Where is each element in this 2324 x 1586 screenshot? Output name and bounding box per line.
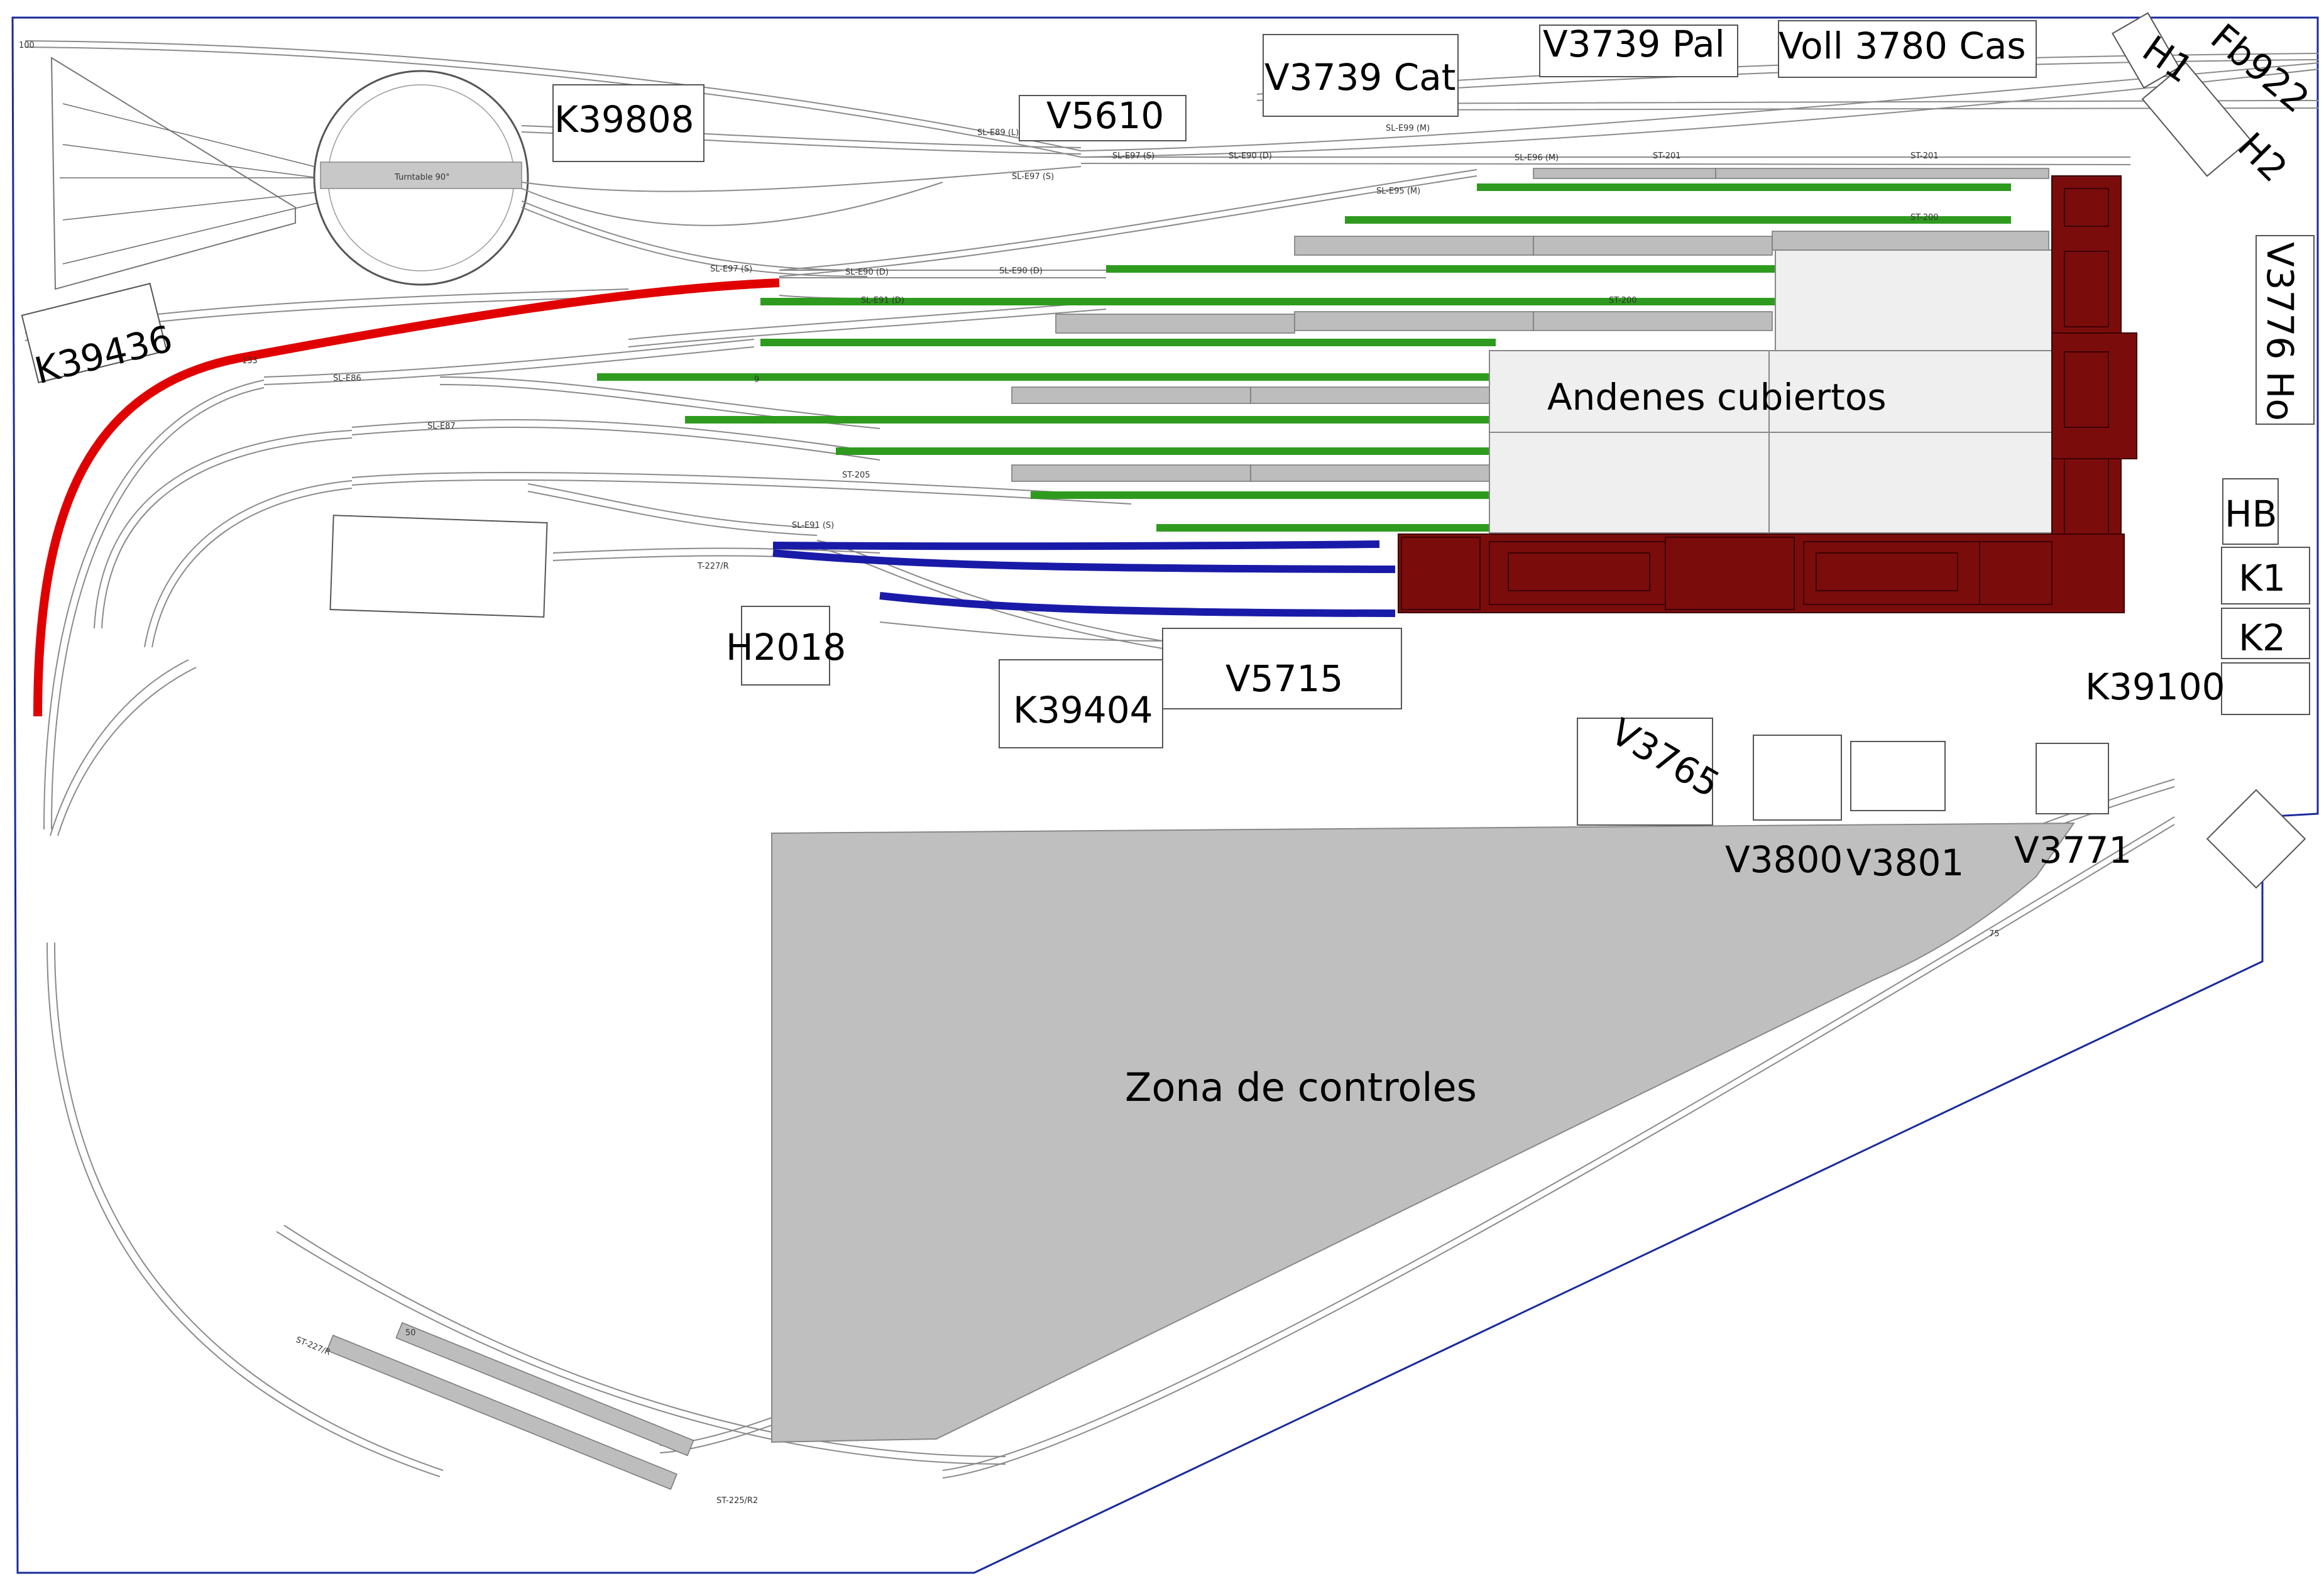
label-k2: K2	[2239, 616, 2286, 659]
label-andenes-cubiertos: Andenes cubiertos	[1547, 376, 1887, 418]
track-label: ST-200	[1910, 213, 1939, 222]
label-v5610: V5610	[1046, 94, 1164, 137]
track-label: ST-225/R2	[716, 1496, 758, 1506]
track-length-label: 50	[405, 1328, 416, 1338]
station-throat	[263, 169, 1477, 649]
label-hb: HB	[2225, 493, 2277, 535]
label-boxes	[21, 12, 2315, 889]
label-v3739-pal: V3739 Pal	[1543, 23, 1725, 65]
label-k39808: K39808	[554, 98, 694, 141]
label-v3800: V3800	[1725, 838, 1843, 881]
label-v3771: V3771	[2014, 829, 2132, 872]
label-k39404: K39404	[1013, 689, 1153, 731]
label-zona-de-controles: Zona de controles	[1125, 1064, 1477, 1110]
turntable-bridge	[320, 161, 522, 189]
label-k1: K1	[2239, 557, 2286, 599]
green-tracks	[597, 183, 2011, 532]
track-label: SL-E91 (D)	[861, 296, 904, 305]
track-label: ST-227/R	[295, 1335, 332, 1358]
track-label: SL-E91 (S)	[792, 521, 834, 530]
siding-platform-1	[395, 1322, 694, 1457]
turntable-label: Turntable 90°	[394, 173, 450, 182]
station-building	[1398, 175, 2137, 613]
track-label: SL-E96 (M)	[1515, 153, 1559, 163]
label-v3739-cat: V3739 Cat	[1264, 56, 1456, 99]
track-label: SL-E95 (M)	[1376, 187, 1420, 196]
track-label: ST-200	[1609, 296, 1637, 305]
track-label: ST-201	[1910, 151, 1939, 161]
track-length-label: 100	[19, 41, 35, 50]
siding-track	[879, 621, 1163, 642]
label-v3801: V3801	[1846, 841, 1964, 884]
track-label: SL-E97 (S)	[1012, 172, 1054, 182]
track-label: SL-E86	[333, 374, 361, 383]
label-v5715: V5715	[1225, 657, 1343, 700]
track-label: T-227/R	[697, 562, 729, 571]
roundhouse-stalls	[60, 103, 353, 265]
track-label: SL-E89 (L)	[977, 128, 1019, 138]
track-length-label: 9	[754, 375, 759, 385]
track-length-label: 75	[1989, 929, 2000, 939]
track-label: SL-E90 (D)	[1229, 151, 1272, 161]
grey-platforms	[1011, 168, 2049, 482]
blue-tracks	[772, 540, 1396, 617]
track-label: ST-201	[1653, 151, 1681, 161]
track-label: SL-E90 (D)	[999, 266, 1043, 276]
track-length-label: 133	[242, 356, 258, 366]
track-label: SL-E97 (S)	[1112, 151, 1154, 161]
room-border	[11, 16, 2319, 1574]
control-zone	[771, 822, 2075, 1443]
track-label: SL-E87	[427, 422, 456, 431]
covered-platforms	[1489, 249, 2053, 533]
label-h2018: H2018	[726, 626, 846, 669]
track-label: ST-205	[842, 471, 870, 480]
label-voll-3780-cas: Voll 3780 Cas	[1779, 25, 2026, 67]
label-k39100: K39100	[2085, 665, 2225, 708]
track-label: SL-E97 (S)	[710, 265, 752, 274]
siding-platform-2	[326, 1335, 678, 1490]
red-track	[33, 278, 780, 717]
track-label: SL-E99 (M)	[1386, 124, 1430, 133]
track-label: SL-E90 (D)	[845, 268, 889, 277]
engine-shed-outline	[50, 57, 296, 290]
label-v3776-ho: V3776 Ho	[2259, 242, 2301, 421]
